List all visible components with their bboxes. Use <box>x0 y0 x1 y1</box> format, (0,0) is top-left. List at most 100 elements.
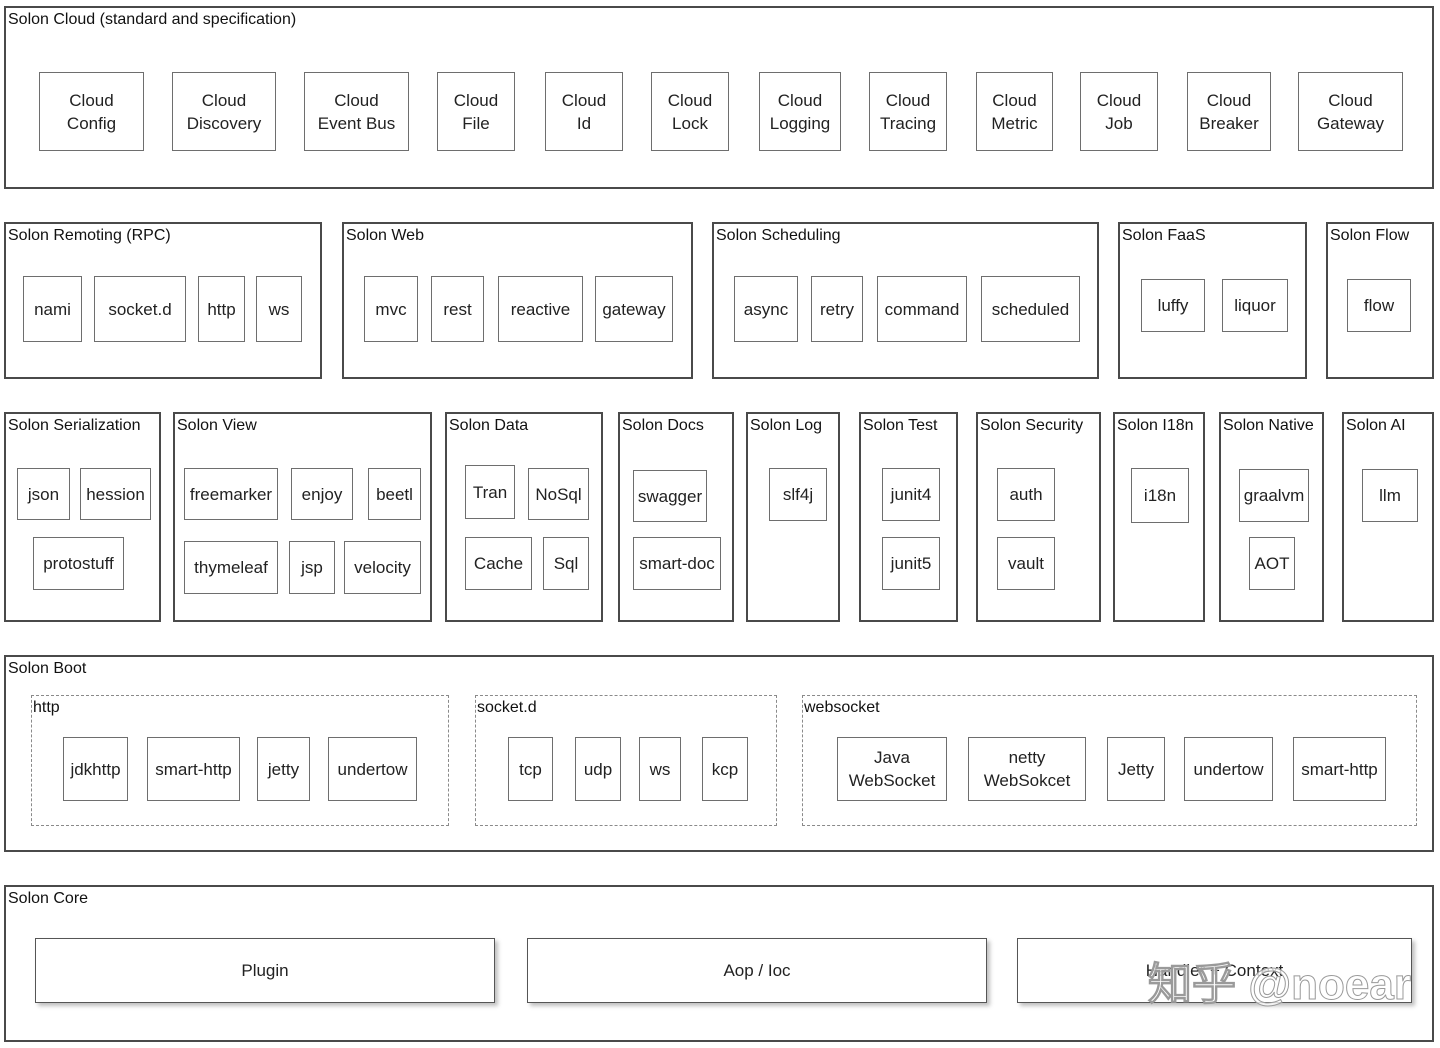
box-jetty: Jetty <box>1107 737 1165 801</box>
group-title: Solon Test <box>863 417 938 434</box>
group-solon-log: Solon Log slf4j <box>746 412 840 622</box>
box-smart-doc: smart-doc <box>633 537 721 590</box>
box-junit5: junit5 <box>882 537 940 590</box>
subgroup-title: http <box>33 699 60 716</box>
box-graalvm: graalvm <box>1239 469 1309 522</box>
watermark: 知乎 @noear <box>1148 960 1412 1010</box>
box-cloud-id: Cloud Id <box>545 72 623 151</box>
group-title: Solon Native <box>1223 417 1314 434</box>
box-http: http <box>198 276 245 342</box>
group-solon-i18n: Solon I18n i18n <box>1113 412 1205 622</box>
group-title: Solon Serialization <box>8 417 141 434</box>
box-cloud-gateway: Cloud Gateway <box>1298 72 1403 151</box>
box-cloud-discovery: Cloud Discovery <box>172 72 276 151</box>
group-title: Solon AI <box>1346 417 1406 434</box>
box-cloud-logging: Cloud Logging <box>759 72 841 151</box>
box-gateway: gateway <box>595 276 673 342</box>
box-beetl: beetl <box>368 468 421 520</box>
box-enjoy: enjoy <box>291 468 353 520</box>
box-cache: Cache <box>465 537 532 590</box>
box-hession: hession <box>80 468 151 520</box>
group-solon-data: Solon Data Tran NoSql Cache Sql <box>445 412 603 622</box>
box-scheduled: scheduled <box>981 276 1080 342</box>
box-llm: llm <box>1362 469 1418 522</box>
group-solon-test: Solon Test junit4 junit5 <box>859 412 958 622</box>
box-cloud-config: Cloud Config <box>39 72 144 151</box>
box-slf4j: slf4j <box>769 468 827 521</box>
subgroup-websocket: websocket Java WebSocket netty WebSokcet… <box>802 695 1417 826</box>
box-velocity: velocity <box>344 541 421 594</box>
box-cloud-lock: Cloud Lock <box>651 72 729 151</box>
box-luffy: luffy <box>1141 279 1205 332</box>
box-aop-ioc: Aop / Ioc <box>527 938 987 1003</box>
group-title: Solon Log <box>750 417 823 434</box>
box-cloud-breaker: Cloud Breaker <box>1187 72 1271 151</box>
group-solon-boot: Solon Boot http jdkhttp smart-http jetty… <box>4 655 1434 852</box>
group-solon-view: Solon View freemarker enjoy beetl thymel… <box>173 412 432 622</box>
group-title: Solon View <box>177 417 257 434</box>
box-java-websocket: Java WebSocket <box>837 737 947 801</box>
box-reactive: reactive <box>498 276 583 342</box>
group-solon-faas: Solon FaaS luffy liquor <box>1118 222 1307 379</box>
box-auth: auth <box>997 468 1055 521</box>
group-title: Solon I18n <box>1117 417 1194 434</box>
box-cloud-job: Cloud Job <box>1080 72 1158 151</box>
subgroup-socket-d: socket.d tcp udp ws kcp <box>475 695 777 826</box>
box-tcp: tcp <box>508 737 553 801</box>
box-aot: AOT <box>1249 537 1295 590</box>
group-title: Solon Data <box>449 417 529 434</box>
box-tran: Tran <box>465 465 515 519</box>
box-socket-d: socket.d <box>94 276 186 342</box>
group-title: Solon Remoting (RPC) <box>8 227 171 244</box>
group-title: Solon FaaS <box>1122 227 1206 244</box>
group-title: Solon Flow <box>1330 227 1410 244</box>
subgroup-title: websocket <box>804 699 880 716</box>
group-title: Solon Docs <box>622 417 704 434</box>
box-smart-http: smart-http <box>147 737 240 801</box>
group-solon-security: Solon Security auth vault <box>976 412 1101 622</box>
box-flow: flow <box>1347 279 1411 332</box>
group-title: Solon Core <box>8 890 89 907</box>
box-ws: ws <box>639 737 681 801</box>
subgroup-title: socket.d <box>477 699 537 716</box>
box-ws: ws <box>256 276 302 342</box>
box-nosql: NoSql <box>528 468 589 520</box>
box-sql: Sql <box>543 537 589 590</box>
box-nami: nami <box>23 276 82 342</box>
group-solon-scheduling: Solon Scheduling async retry command sch… <box>712 222 1099 379</box>
box-swagger: swagger <box>633 470 707 522</box>
box-plugin: Plugin <box>35 938 495 1003</box>
group-solon-core: Solon Core Plugin Aop / Ioc Handler + Co… <box>4 885 1434 1042</box>
box-mvc: mvc <box>364 276 418 342</box>
box-cloud-file: Cloud File <box>437 72 515 151</box>
box-vault: vault <box>997 537 1055 590</box>
box-undertow: undertow <box>328 737 417 801</box>
box-json: json <box>17 468 70 520</box>
box-cloud-event-bus: Cloud Event Bus <box>304 72 409 151</box>
box-kcp: kcp <box>702 737 748 801</box>
box-smart-http: smart-http <box>1293 737 1386 801</box>
group-title: Solon Web <box>346 227 424 244</box>
group-solon-docs: Solon Docs swagger smart-doc <box>618 412 734 622</box>
box-jdkhttp: jdkhttp <box>63 737 128 801</box>
group-solon-flow: Solon Flow flow <box>1326 222 1434 379</box>
group-solon-native: Solon Native graalvm AOT <box>1219 412 1324 622</box>
group-solon-remoting: Solon Remoting (RPC) nami socket.d http … <box>4 222 322 379</box>
box-netty-websokcet: netty WebSokcet <box>968 737 1086 801</box>
group-solon-web: Solon Web mvc rest reactive gateway <box>342 222 693 379</box>
box-undertow: undertow <box>1184 737 1273 801</box>
group-title: Solon Scheduling <box>716 227 841 244</box>
group-title: Solon Boot <box>8 660 87 677</box>
box-freemarker: freemarker <box>184 468 278 520</box>
subgroup-http: http jdkhttp smart-http jetty undertow <box>31 695 449 826</box>
group-solon-cloud: Solon Cloud (standard and specification)… <box>4 6 1434 189</box>
box-cloud-metric: Cloud Metric <box>976 72 1053 151</box>
box-handler-context: Handler + Context <box>1017 938 1412 1003</box>
box-i18n: i18n <box>1131 468 1189 523</box>
box-protostuff: protostuff <box>33 537 124 590</box>
box-cloud-tracing: Cloud Tracing <box>869 72 947 151</box>
box-async: async <box>734 276 798 342</box>
group-solon-serialization: Solon Serialization json hession protost… <box>4 412 161 622</box>
group-title: Solon Cloud (standard and specification) <box>8 11 297 28</box>
box-command: command <box>877 276 967 342</box>
